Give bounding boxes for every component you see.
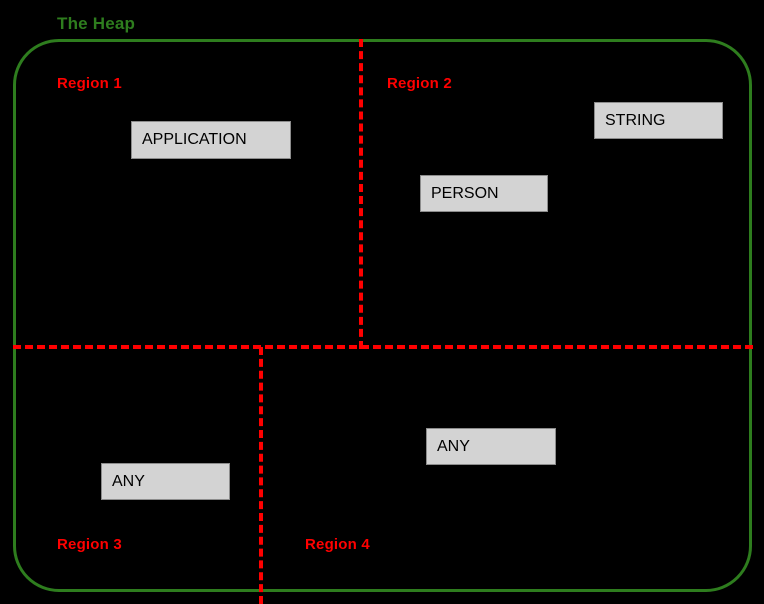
object-box-any-region-4: ANY <box>426 428 556 465</box>
region-label-3: Region 3 <box>57 536 122 553</box>
object-box-application: APPLICATION <box>131 121 291 159</box>
region-label-1: Region 1 <box>57 75 122 92</box>
heap-title-label: The Heap <box>57 14 136 33</box>
vertical-divider-line-top <box>359 39 363 349</box>
heap-boundary-rect <box>13 39 752 592</box>
object-box-string: STRING <box>594 102 723 139</box>
horizontal-divider-line <box>13 345 753 349</box>
vertical-divider-line-bottom <box>259 347 263 604</box>
region-label-2: Region 2 <box>387 75 452 92</box>
region-label-4: Region 4 <box>305 536 370 553</box>
object-box-person: PERSON <box>420 175 548 212</box>
object-box-any-region-3: ANY <box>101 463 230 500</box>
